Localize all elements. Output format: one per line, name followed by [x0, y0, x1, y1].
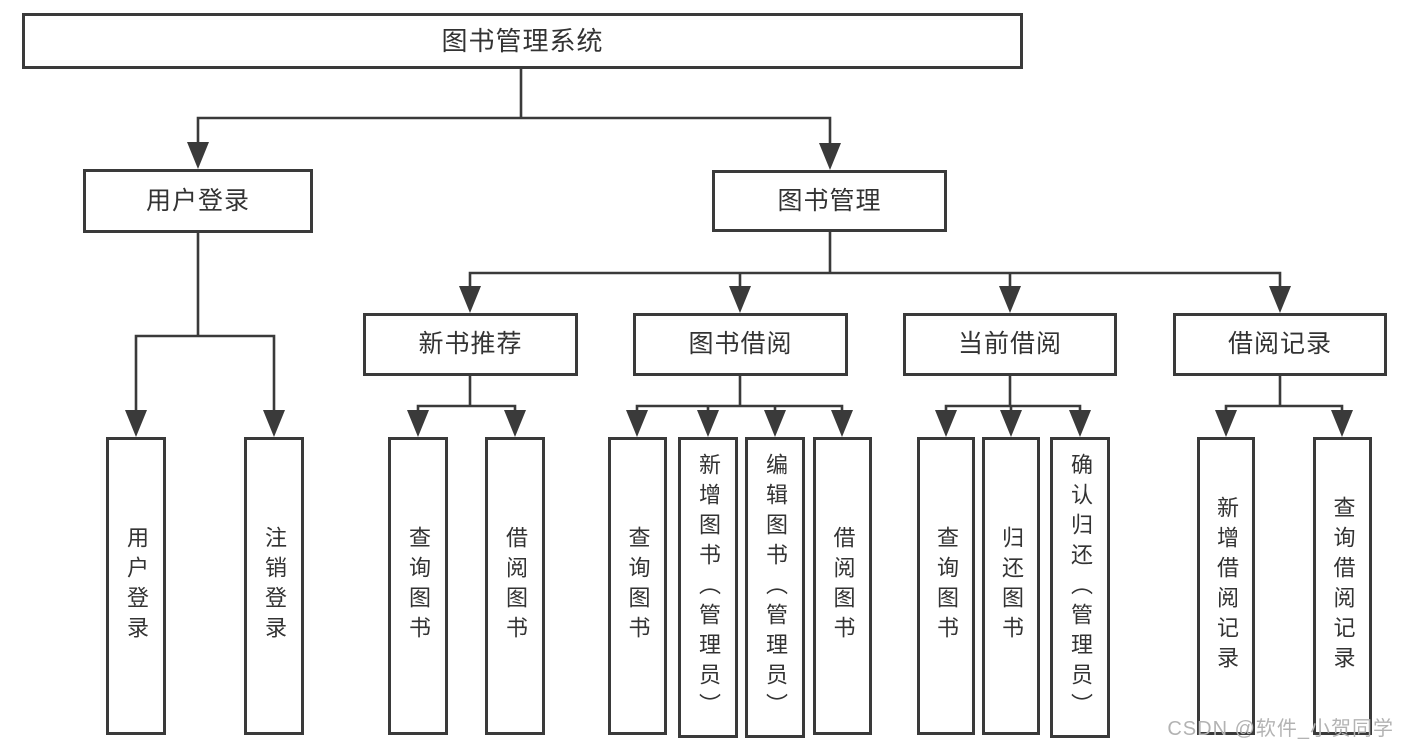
leaf-edit-book-admin-label: 编辑图书（管理员）: [763, 452, 788, 723]
node-user-login: 用户登录: [83, 169, 313, 233]
node-borrowing-records: 借阅记录: [1173, 313, 1387, 376]
node-book-management: 图书管理: [712, 170, 947, 232]
leaf-return-books-label: 归还图书: [999, 526, 1024, 646]
leaf-confirm-return-admin-label: 确认归还（管理员）: [1068, 452, 1093, 723]
node-library-management-system-label: 图书管理系统: [441, 26, 604, 56]
leaf-borrow-books: 借阅图书: [813, 437, 872, 735]
leaf-query-books-current-label: 查询图书: [934, 526, 959, 646]
leaf-edit-book-admin: 编辑图书（管理员）: [745, 437, 805, 738]
node-book-management-label: 图书管理: [777, 186, 882, 215]
csdn-watermark: CSDN @软件_小贺同学: [1167, 718, 1394, 740]
node-user-login-label: 用户登录: [145, 186, 250, 215]
leaf-query-books-current: 查询图书: [917, 437, 975, 735]
leaf-confirm-return-admin: 确认归还（管理员）: [1050, 437, 1110, 738]
leaf-borrow-books-recommend: 借阅图书: [485, 437, 545, 735]
leaf-query-books-recommend: 查询图书: [388, 437, 448, 735]
leaf-user-login: 用户登录: [106, 437, 166, 735]
arrowheads: [125, 142, 1353, 437]
leaf-add-borrow-record-label: 新增借阅记录: [1214, 496, 1239, 676]
leaf-add-borrow-record: 新增借阅记录: [1197, 437, 1255, 735]
leaf-query-books-borrow-label: 查询图书: [625, 526, 651, 646]
leaf-logout-label: 注销登录: [262, 526, 287, 646]
leaf-logout: 注销登录: [244, 437, 304, 735]
leaf-query-books-recommend-label: 查询图书: [406, 526, 431, 646]
leaf-user-login-label: 用户登录: [124, 526, 149, 646]
node-book-borrowing: 图书借阅: [633, 313, 848, 376]
leaf-return-books: 归还图书: [982, 437, 1040, 735]
node-library-management-system: 图书管理系统: [22, 13, 1023, 69]
node-current-borrowing: 当前借阅: [903, 313, 1117, 376]
leaf-query-borrow-record: 查询借阅记录: [1313, 437, 1372, 735]
node-book-borrowing-label: 图书借阅: [688, 330, 793, 358]
node-new-book-recommendation: 新书推荐: [363, 313, 578, 376]
leaf-add-book-admin-label: 新增图书（管理员）: [696, 452, 721, 723]
node-new-book-recommendation-label: 新书推荐: [418, 330, 523, 358]
leaf-borrow-books-recommend-label: 借阅图书: [503, 526, 528, 646]
leaf-borrow-books-label: 借阅图书: [830, 526, 856, 646]
leaf-add-book-admin: 新增图书（管理员）: [678, 437, 738, 738]
leaf-query-borrow-record-label: 查询借阅记录: [1330, 496, 1356, 676]
node-current-borrowing-label: 当前借阅: [957, 330, 1062, 358]
node-borrowing-records-label: 借阅记录: [1227, 330, 1332, 358]
leaf-query-books-borrow: 查询图书: [608, 437, 667, 735]
